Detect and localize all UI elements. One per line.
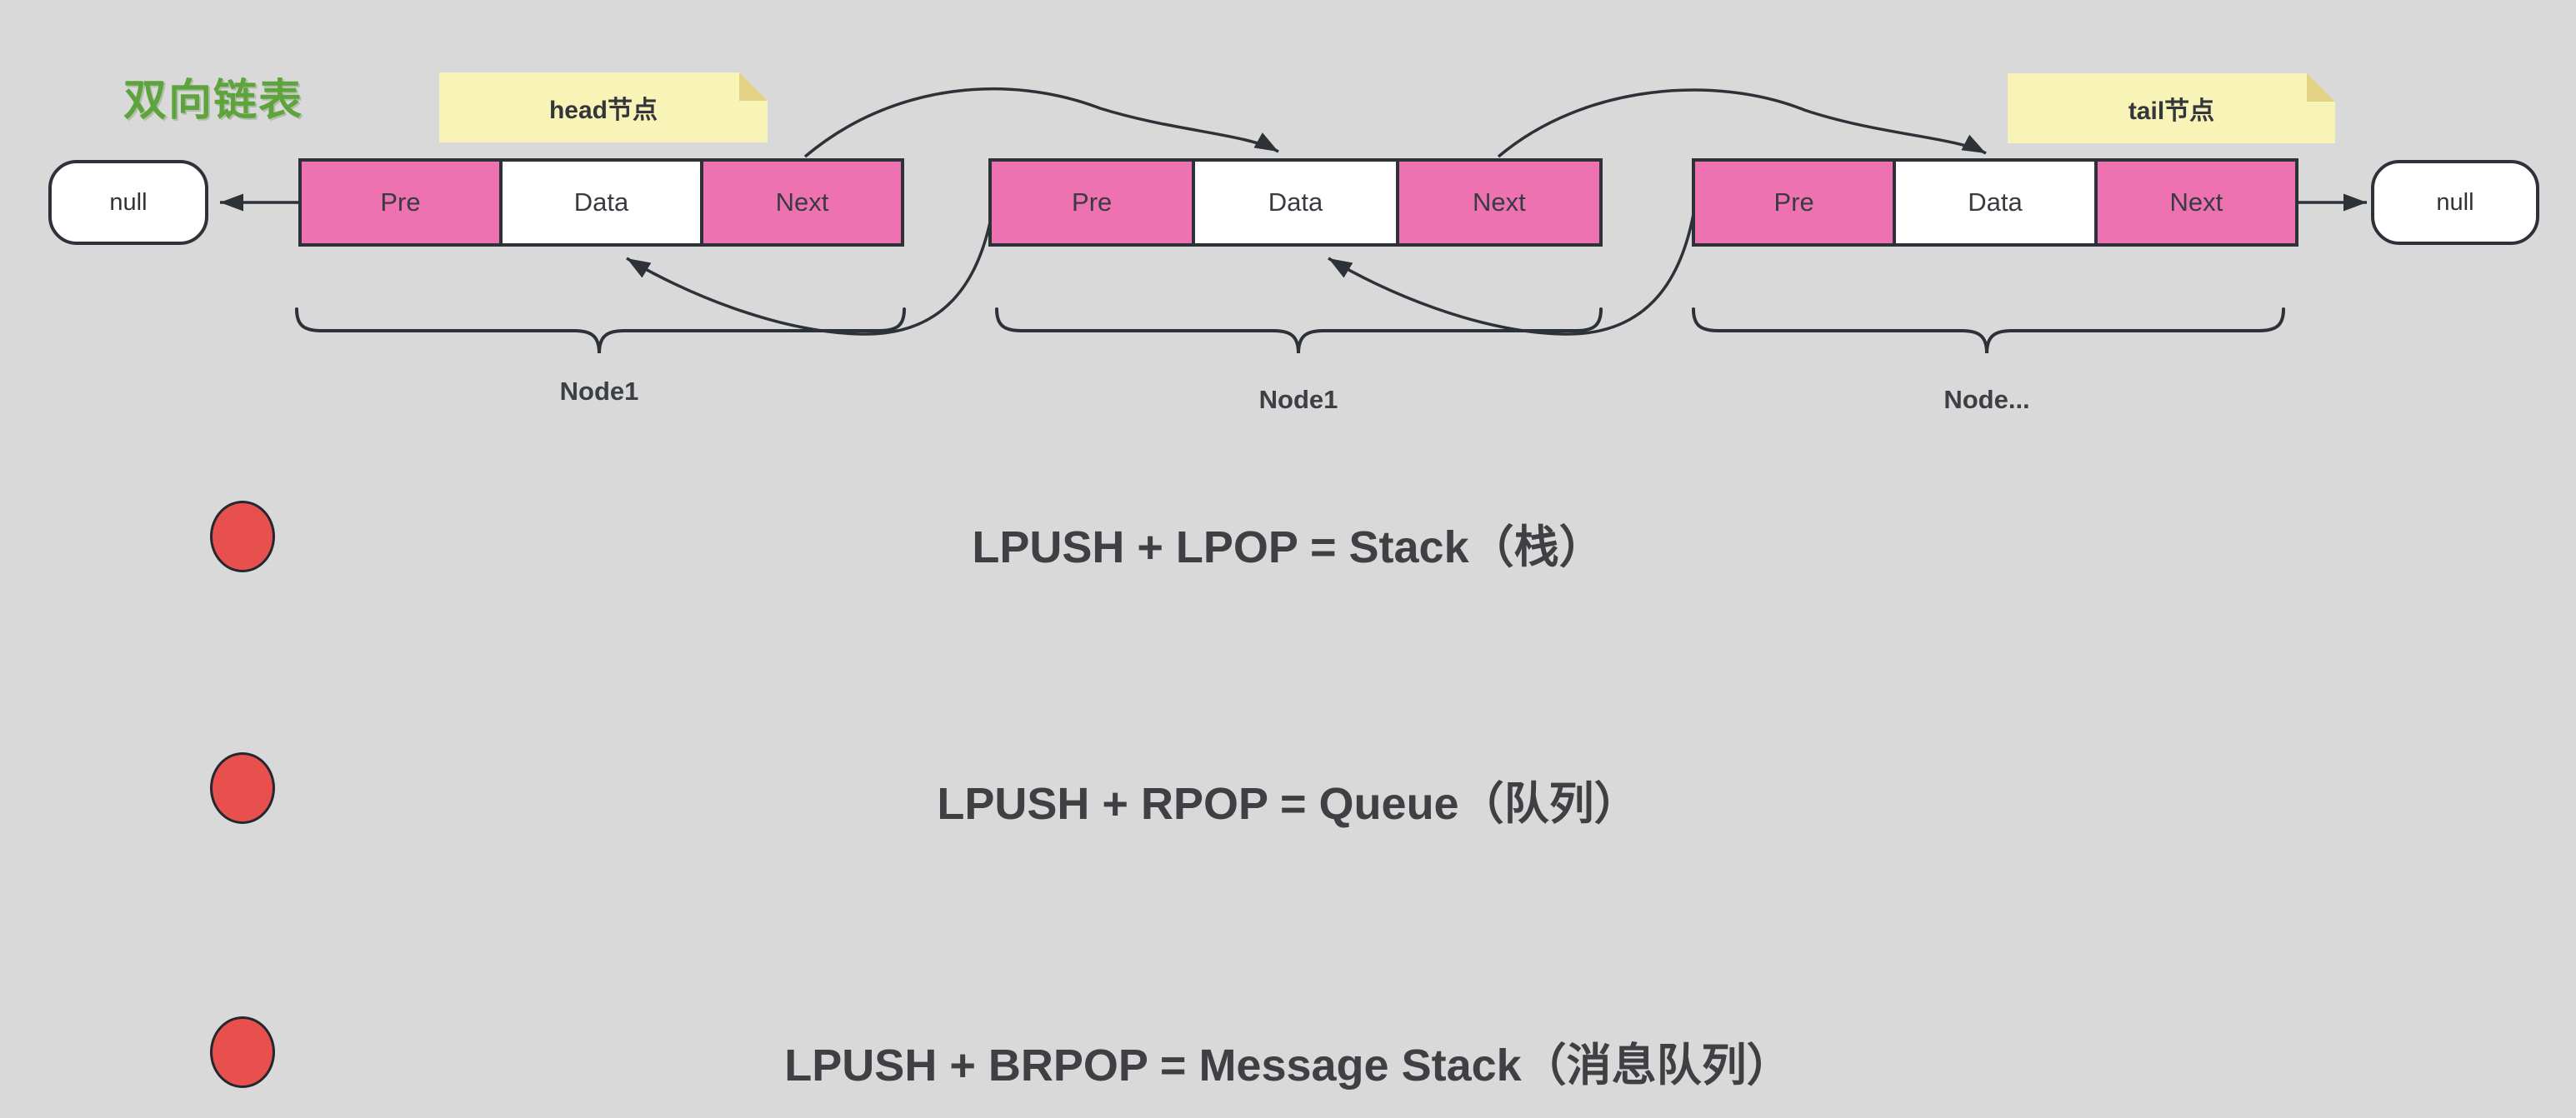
brace-node2 <box>995 307 1603 354</box>
bullet-dot-2 <box>210 752 275 824</box>
bullet-dot-3 <box>210 1016 275 1088</box>
formula-stack: LPUSH + LPOP = Stack（栈） <box>972 522 1604 572</box>
node2-next-cell: Next <box>1395 162 1599 243</box>
formula-message-queue: LPUSH + BRPOP = Message Stack（消息队列） <box>784 1041 1792 1091</box>
node2-pre-cell: Pre <box>992 162 1193 243</box>
node2-data-cell: Data <box>1192 162 1396 243</box>
node1-label: Node1 <box>559 377 639 406</box>
node3-data-cell: Data <box>1893 162 2094 243</box>
bullet-dot-1 <box>210 501 275 572</box>
list-node-3: Pre Data Next <box>1692 158 2298 247</box>
node1-data-cell: Data <box>499 162 700 243</box>
list-node-1: Pre Data Next <box>298 158 904 247</box>
node1-pre-cell: Pre <box>302 162 499 243</box>
node2-label: Node1 <box>1258 385 1338 414</box>
null-label: null <box>109 188 148 216</box>
null-label: null <box>2436 188 2474 216</box>
node3-pre-cell: Pre <box>1695 162 1893 243</box>
tail-note-label: tail节点 <box>2128 97 2215 125</box>
formula-queue: LPUSH + RPOP = Queue（队列） <box>937 779 1639 829</box>
list-node-2: Pre Data Next <box>988 158 1603 247</box>
pre-pointer-arc-node3-to-node2 <box>1328 213 1695 336</box>
head-note-label: head节点 <box>548 97 658 124</box>
tail-note: tail节点 <box>2008 73 2335 143</box>
brace-node3 <box>1692 307 2285 354</box>
node3-next-cell: Next <box>2093 162 2295 243</box>
node1-next-cell: Next <box>700 162 901 243</box>
diagram-title: 双向链表 <box>123 77 304 125</box>
next-pointer-arc-node2-to-node3 <box>1497 88 1987 158</box>
pre-pointer-arc-node2-to-node1 <box>626 213 993 336</box>
null-terminator-right: null <box>2371 160 2539 245</box>
brace-node1 <box>295 307 906 354</box>
next-pointer-arc-node1-to-node2 <box>803 87 1279 158</box>
head-note: head节点 <box>439 72 768 142</box>
null-terminator-left: null <box>48 160 208 245</box>
node3-label: Node... <box>1943 385 2030 414</box>
